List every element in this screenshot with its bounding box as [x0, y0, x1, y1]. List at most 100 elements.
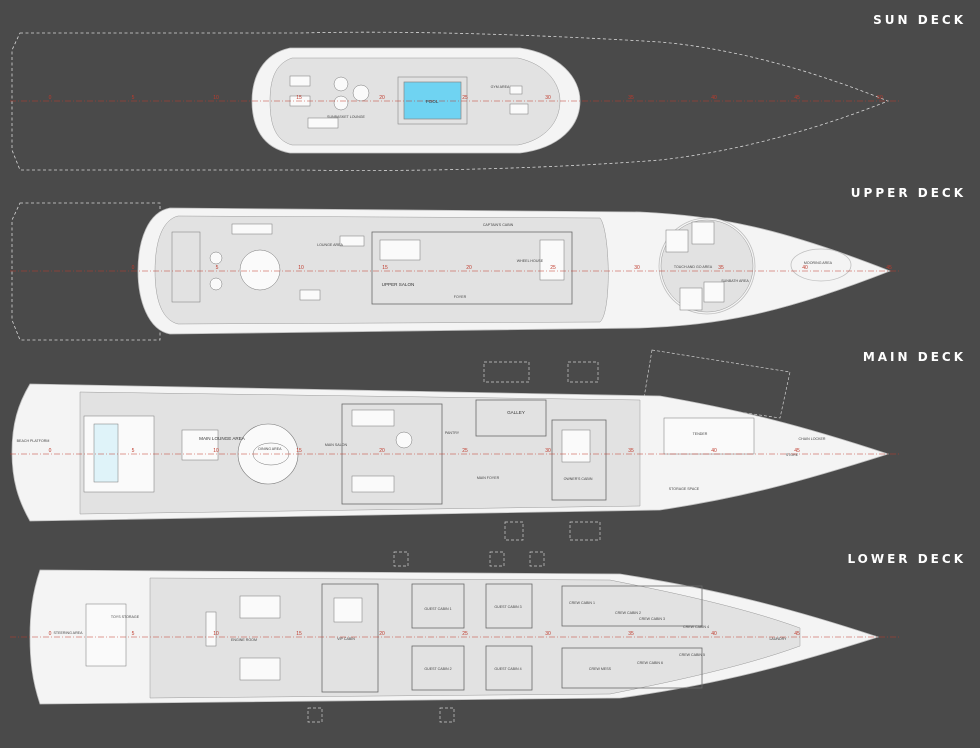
- crew-cabin-3-label: CREW CABIN 3: [639, 617, 665, 621]
- ghost-outline: [393, 551, 409, 567]
- owners-cabin-walls: [551, 419, 607, 501]
- main-lounge-label: MAIN LOUNGE AREA: [199, 436, 246, 441]
- upper-deck-title: UPPER DECK: [850, 186, 966, 200]
- frame-number: 15: [296, 631, 302, 637]
- frame-number: 25: [550, 265, 556, 271]
- frame-number: 30: [545, 448, 551, 454]
- frame-number: 35: [628, 631, 634, 637]
- bed-icon: [561, 429, 591, 463]
- gym-equipment-icon: [509, 103, 529, 115]
- tender-boat-icon: [663, 417, 755, 455]
- galley-walls: [475, 399, 547, 437]
- owners-cabin-label: OWNER'S CABIN: [564, 477, 593, 481]
- frame-number: 50: [877, 95, 883, 101]
- frame-number: 5: [132, 631, 135, 637]
- engine-room-label: ENGINE ROOM: [231, 638, 257, 642]
- frame-number: 35: [718, 265, 724, 271]
- frame-number: 10: [213, 448, 219, 454]
- captains-cabin-label: CAPTAIN'S CABIN: [483, 223, 514, 227]
- mooring-area-outline: [790, 248, 852, 282]
- sofa-icon: [379, 239, 421, 261]
- guest-cabin-2-label: GUEST CABIN 2: [424, 667, 451, 671]
- store-label: STORE: [786, 453, 799, 457]
- crew-cabin-6-label: CREW CABIN 6: [637, 661, 663, 665]
- frame-number: 25: [462, 631, 468, 637]
- frame-number: 40: [711, 631, 717, 637]
- pool-icon: [403, 81, 462, 120]
- sofa-icon: [351, 475, 395, 493]
- toys-label: TOYS STORAGE: [111, 615, 140, 619]
- crew-mess-label: CREW MESS: [589, 667, 612, 671]
- stairs-icon: [299, 289, 321, 301]
- planter-icon: [209, 251, 223, 265]
- frame-number: 45: [794, 95, 800, 101]
- foyer-label: FOYER: [454, 295, 467, 299]
- sun-deck-title: SUN DECK: [873, 13, 966, 27]
- frame-number: 20: [379, 631, 385, 637]
- crew-cabins-starboard: [561, 647, 703, 689]
- main-deck-interior: [79, 391, 641, 515]
- steering-label: STEERING AREA: [54, 631, 84, 635]
- ghost-outline: [489, 551, 505, 567]
- storage-label: STORAGE SPACE: [669, 487, 700, 491]
- frame-number: 35: [628, 95, 634, 101]
- crew-cabin-5-label: CREW CABIN 5: [679, 653, 705, 657]
- gym-label: GYM AREA: [491, 85, 510, 89]
- frame-number: 15: [296, 95, 302, 101]
- upper-deck-hull-outline: [11, 202, 161, 341]
- bench-icon: [307, 117, 339, 129]
- frame-number: 30: [634, 265, 640, 271]
- frame-number: 40: [711, 95, 717, 101]
- sunbasket-icon: [352, 84, 370, 102]
- frame-number: 10: [213, 631, 219, 637]
- frame-number: 0: [49, 631, 52, 637]
- ghost-outline: [567, 361, 599, 383]
- shaft-icon: [205, 611, 217, 647]
- sunbasket-icon: [333, 76, 349, 92]
- frame-number: 0: [49, 448, 52, 454]
- upper-salon-label: UPPER SALON: [382, 282, 415, 287]
- frame-number: 25: [462, 448, 468, 454]
- frame-number: 45: [794, 631, 800, 637]
- sunbed-icon: [691, 221, 715, 245]
- sunbed-icon: [665, 229, 689, 253]
- laundry-label: LAUNDRY: [769, 637, 787, 641]
- ghost-outline: [529, 551, 545, 567]
- engine-icon: [239, 657, 281, 681]
- toys-storage-icon: [85, 603, 127, 667]
- frame-number: 45: [794, 448, 800, 454]
- ghost-outline: [439, 707, 455, 723]
- sofa-icon: [351, 409, 395, 427]
- ghost-outline: [307, 707, 323, 723]
- lounge-label: LOUNGE AREA: [317, 243, 343, 247]
- pool-surround: [397, 76, 468, 125]
- frame-number: 40: [711, 448, 717, 454]
- jacuzzi-icon: [93, 423, 119, 483]
- crew-cabin-4-label: CREW CABIN 4: [683, 625, 709, 629]
- main-salon-label: MAIN SALON: [325, 443, 348, 447]
- frame-number: 5: [132, 95, 135, 101]
- crew-cabin-2-label: CREW CABIN 2: [615, 611, 641, 615]
- frame-number: 10: [213, 95, 219, 101]
- coffee-table-icon: [395, 431, 413, 449]
- round-dining-table-icon: [239, 249, 281, 291]
- tender-label: TENDER: [693, 432, 708, 436]
- touch-go-label: TOUCH AND GO AREA: [674, 265, 713, 269]
- sofa-icon: [181, 429, 219, 461]
- sunbed-icon: [231, 223, 273, 235]
- main-deck-title: MAIN DECK: [862, 350, 966, 364]
- guest-cabin-4-label: GUEST CABIN 4: [494, 667, 521, 671]
- frame-number: 10: [298, 265, 304, 271]
- frame-number: 15: [296, 448, 302, 454]
- frame-number: 35: [628, 448, 634, 454]
- sunbed-icon: [703, 281, 725, 303]
- aft-lounge-sofa: [171, 231, 201, 303]
- frame-number: 40: [802, 265, 808, 271]
- bar-icon: [339, 235, 365, 247]
- sunbasket-label: SUNBASKET LOUNGE: [327, 115, 365, 119]
- guest-cabin-2-walls: [411, 645, 465, 691]
